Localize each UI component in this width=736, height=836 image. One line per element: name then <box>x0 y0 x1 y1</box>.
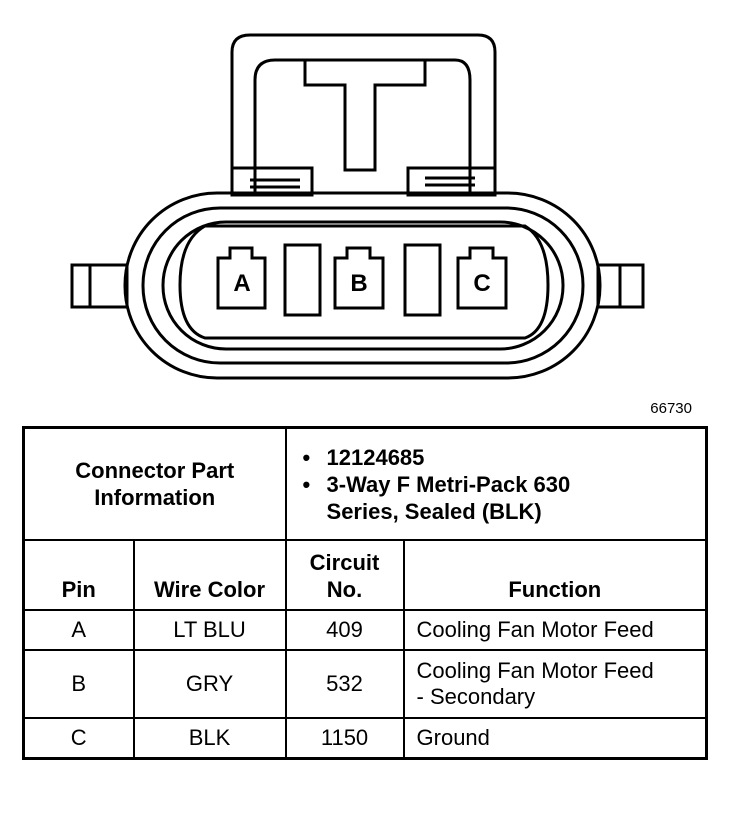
connector-part-info-label: Connector Part Information <box>22 426 287 541</box>
latch-tab <box>303 60 427 172</box>
cell-function: Cooling Fan Motor Feed - Secondary <box>402 649 708 719</box>
cell-function-line1: Cooling Fan Motor Feed <box>416 617 654 642</box>
connector-info-table: Connector Part Information 12124685 3-Wa… <box>22 426 709 760</box>
col-header-circuit-line2: No. <box>326 577 363 602</box>
connector-diagram: A B C <box>70 33 645 380</box>
table-row: B GRY 532 Cooling Fan Motor Feed - Secon… <box>22 649 708 719</box>
latch-block-left <box>230 166 314 197</box>
connector-part-info-row: Connector Part Information 12124685 3-Wa… <box>22 426 708 541</box>
cell-wire-color: GRY <box>132 649 287 719</box>
cell-pin: B <box>22 649 135 719</box>
pin-cavity-c <box>456 246 508 310</box>
cell-circuit: 532 <box>284 649 405 719</box>
cell-function-line1: Ground <box>416 725 490 750</box>
table-row: C BLK 1150 Ground <box>22 717 708 760</box>
latch-block-right <box>406 166 497 197</box>
pin-separator-2 <box>403 243 442 317</box>
part-number: 12124685 <box>303 444 706 471</box>
connector-body-ring2 <box>161 220 565 351</box>
figure-reference-number: 66730 <box>650 400 692 417</box>
col-header-function: Function <box>402 539 708 611</box>
cell-pin: C <box>22 717 135 760</box>
connector-body-outer <box>123 191 602 380</box>
part-description: 3-Way F Metri-Pack 630 Series, Sealed (B… <box>303 471 706 525</box>
table-row: A LT BLU 409 Cooling Fan Motor Feed <box>22 609 708 651</box>
connector-body-ring1 <box>141 206 585 365</box>
pin-label-a: A <box>233 270 250 297</box>
column-header-row: Pin Wire Color Circuit No. Function <box>22 539 708 611</box>
cell-circuit: 1150 <box>284 717 405 760</box>
col-header-circuit-line1: Circuit <box>309 550 380 575</box>
pin-cavity-a <box>216 246 267 310</box>
cell-wire-color: BLK <box>132 717 287 760</box>
col-header-pin: Pin <box>22 539 135 611</box>
latch-inner <box>253 58 472 195</box>
part-description-line2: Series, Sealed (BLK) <box>326 498 542 524</box>
cell-function: Cooling Fan Motor Feed <box>402 609 708 651</box>
cell-function-line2: - Secondary <box>416 684 536 709</box>
pin-label-c: C <box>473 270 490 297</box>
pin-label-b: B <box>350 270 367 297</box>
col-header-wire-color: Wire Color <box>132 539 287 611</box>
pin-separator-1 <box>283 243 322 317</box>
side-tab-left <box>70 263 129 309</box>
cell-pin: A <box>22 609 135 651</box>
cell-function-line1: Cooling Fan Motor Feed <box>416 658 654 683</box>
latch-outer <box>230 33 497 195</box>
pin-cavity-b <box>333 246 385 310</box>
connector-part-info-values: 12124685 3-Way F Metri-Pack 630 Series, … <box>284 426 708 541</box>
col-header-circuit: Circuit No. <box>284 539 405 611</box>
cell-circuit: 409 <box>284 609 405 651</box>
connector-cavity <box>178 224 550 340</box>
cell-wire-color: LT BLU <box>132 609 287 651</box>
connector-part-info-line1: Connector Part <box>75 458 235 483</box>
part-description-line1: 3-Way F Metri-Pack 630 <box>326 471 571 497</box>
cell-function: Ground <box>402 717 708 760</box>
connector-part-info-line2: Information <box>94 485 216 510</box>
